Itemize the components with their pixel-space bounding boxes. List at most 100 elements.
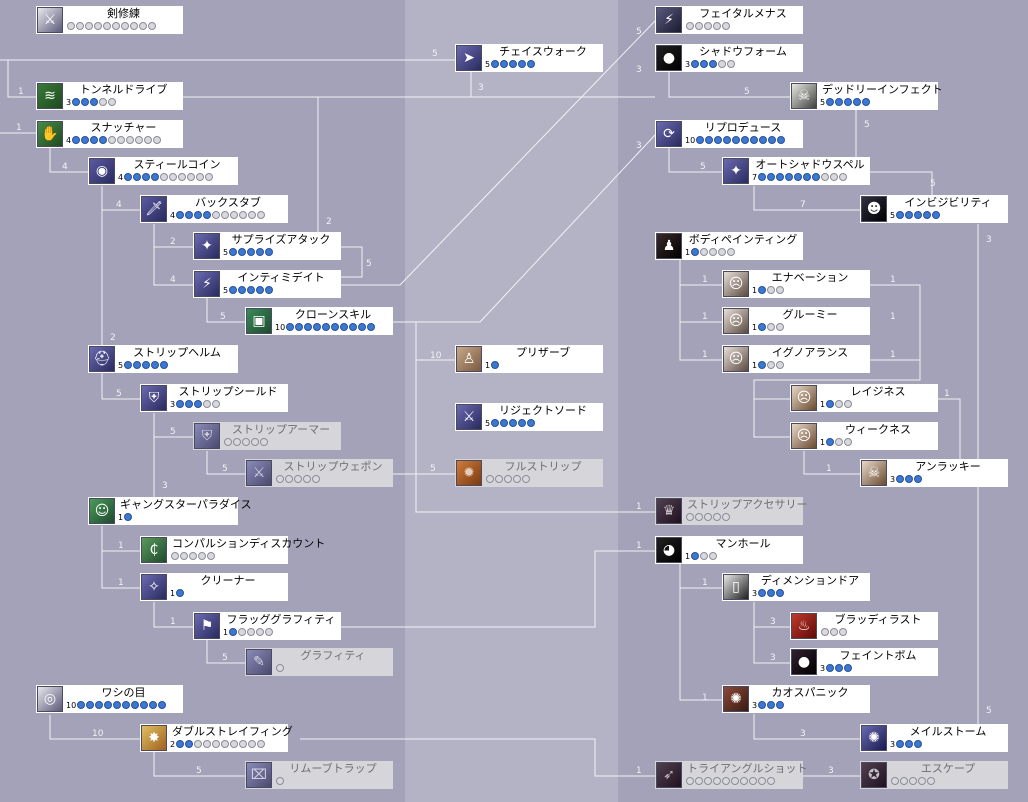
level-dot-empty[interactable] [198,552,206,560]
level-dot-filled[interactable] [265,248,274,256]
skill-graffiti[interactable]: ✎グラフィティ [245,648,393,676]
level-dot-empty[interactable] [189,552,197,560]
level-dot-filled[interactable] [256,248,265,256]
level-dot-empty[interactable] [727,60,736,68]
level-dot-empty[interactable] [257,211,266,219]
level-dot-empty[interactable] [835,400,844,408]
skill-full-strip[interactable]: ✹フルストリップ [455,459,603,487]
level-dot-filled[interactable] [313,323,322,331]
level-dot-empty[interactable] [767,361,776,369]
level-dot-empty[interactable] [891,777,899,785]
level-dot-empty[interactable] [144,136,153,144]
level-dot-filled[interactable] [896,740,905,748]
level-dot-filled[interactable] [758,286,767,294]
level-dot-empty[interactable] [85,22,93,30]
level-dot-filled[interactable] [113,701,122,709]
level-dot-empty[interactable] [248,211,257,219]
level-dot-empty[interactable] [704,513,712,521]
level-dot-empty[interactable] [513,475,521,483]
level-dot-empty[interactable] [522,475,530,483]
skill-remove-trap[interactable]: ⌧リムーブトラップ [245,761,393,789]
level-dot-filled[interactable] [750,136,759,144]
level-dot-empty[interactable] [160,173,169,181]
level-dot-empty[interactable] [713,22,721,30]
level-dot-filled[interactable] [767,173,776,181]
level-dot-empty[interactable] [276,475,284,483]
level-dot-filled[interactable] [509,60,518,68]
level-dot-filled[interactable] [140,701,149,709]
level-dot-filled[interactable] [826,438,835,446]
level-dot-empty[interactable] [722,22,730,30]
level-dot-filled[interactable] [304,323,313,331]
level-dot-empty[interactable] [709,248,718,256]
level-dot-filled[interactable] [835,98,844,106]
level-dot-empty[interactable] [722,513,730,521]
level-dot-filled[interactable] [500,60,509,68]
level-dot-empty[interactable] [727,248,736,256]
level-dot-filled[interactable] [176,211,185,219]
level-dot-filled[interactable] [932,211,941,219]
level-dot-filled[interactable] [794,173,803,181]
level-dot-filled[interactable] [176,740,185,748]
level-dot-empty[interactable] [844,438,853,446]
level-dot-empty[interactable] [207,552,215,560]
level-dot-filled[interactable] [151,361,160,369]
level-dot-filled[interactable] [95,701,104,709]
level-dot-empty[interactable] [830,628,838,636]
level-dot-empty[interactable] [700,248,709,256]
level-dot-filled[interactable] [194,211,203,219]
level-dot-filled[interactable] [491,60,500,68]
level-dot-empty[interactable] [758,777,766,785]
level-dot-filled[interactable] [518,419,527,427]
level-dot-filled[interactable] [160,361,169,369]
level-dot-empty[interactable] [718,60,727,68]
level-dot-filled[interactable] [340,323,349,331]
level-dot-filled[interactable] [176,589,185,597]
level-dot-empty[interactable] [722,777,730,785]
level-dot-empty[interactable] [130,22,138,30]
level-dot-empty[interactable] [504,475,512,483]
level-dot-filled[interactable] [124,173,133,181]
level-dot-filled[interactable] [777,136,786,144]
level-dot-filled[interactable] [896,211,905,219]
level-dot-filled[interactable] [776,173,785,181]
level-dot-filled[interactable] [696,136,705,144]
level-dot-filled[interactable] [527,60,536,68]
level-dot-empty[interactable] [230,740,239,748]
level-dot-filled[interactable] [853,98,862,106]
level-dot-filled[interactable] [768,136,777,144]
level-dot-empty[interactable] [108,136,117,144]
level-dot-filled[interactable] [256,286,265,294]
level-dot-empty[interactable] [194,740,203,748]
level-dot-empty[interactable] [749,777,757,785]
level-dot-empty[interactable] [709,552,718,560]
level-dot-empty[interactable] [830,173,839,181]
level-dot-filled[interactable] [812,173,821,181]
level-dot-empty[interactable] [187,173,196,181]
level-dot-filled[interactable] [491,361,500,369]
level-dot-empty[interactable] [927,777,935,785]
level-dot-filled[interactable] [527,419,536,427]
level-dot-filled[interactable] [158,701,167,709]
level-dot-empty[interactable] [239,211,248,219]
level-dot-filled[interactable] [86,701,95,709]
level-dot-empty[interactable] [839,173,848,181]
